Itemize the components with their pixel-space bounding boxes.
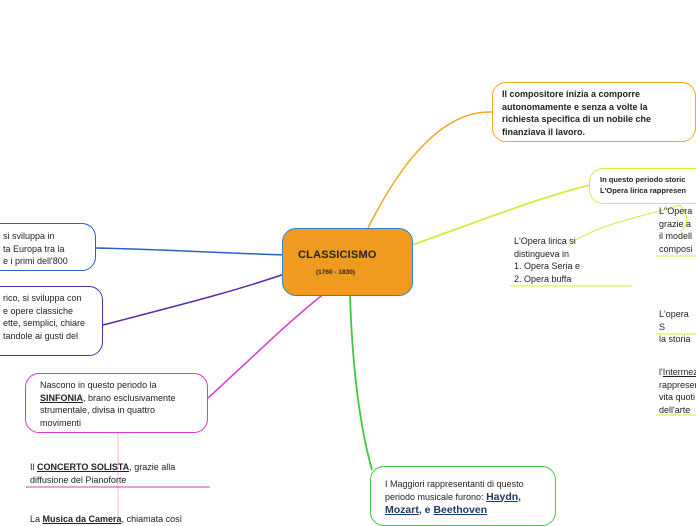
text-rest: periodo musicale furono:: [385, 491, 487, 502]
text-line: strumentale, divisa in quattro: [40, 405, 156, 415]
text-line: distingueva in: [514, 248, 570, 259]
text-prefix: La: [30, 514, 43, 524]
camera-keyword: Musica da Camera: [42, 514, 122, 524]
text-line: Nascono in questo periodo la: [40, 380, 157, 390]
central-node[interactable]: CLASSICISMO (1760 - 1830): [282, 228, 413, 296]
node-opera-lirica[interactable]: In questo periodo storic L'Opera lirica …: [589, 168, 696, 204]
text-line: 2. Opera buffa: [514, 273, 572, 284]
text-line: SINFONIA, brano esclusivamente: [40, 392, 207, 405]
text-line: Il CONCERTO SOLISTA, grazie alla: [30, 461, 175, 474]
text-line: ta Europa tra la: [3, 243, 65, 254]
branch-sinfonia: [207, 292, 326, 399]
branch-left1: [95, 247, 291, 256]
text-line: rico, si sviluppa con: [3, 293, 82, 303]
text-line: la storia: [659, 334, 691, 344]
node-opera-forms[interactable]: L'Opera lirica si distingueva in 1. Oper…: [514, 235, 580, 285]
text-line: L'Opera lirica si: [514, 236, 576, 246]
text-prefix: l': [659, 367, 663, 377]
text-line: e opere classiche: [3, 305, 74, 316]
node-classic-operas[interactable]: rico, si sviluppa con e opere classiche …: [0, 286, 103, 356]
node-opera-right2[interactable]: L'opera S la storia: [659, 308, 696, 346]
text-prefix: Il: [30, 462, 38, 472]
branch-opera: [397, 184, 591, 251]
branch-opera-sub1: [571, 204, 681, 243]
text-rest: , chiamata così: [121, 514, 183, 524]
text-line: Il compositore inizia a comporre: [502, 89, 641, 99]
node-opera-right1[interactable]: L"Opera grazie a il modell composi: [659, 205, 693, 255]
text-line: rappresen: [659, 379, 696, 390]
branch-composers: [349, 293, 373, 471]
concerto-keyword: CONCERTO SOLISTA: [37, 462, 130, 472]
text-line: vita quoti: [659, 392, 696, 402]
text-line: L'opera S: [659, 309, 689, 332]
node-composers[interactable]: I Maggiori rappresentanti di questo peri…: [370, 466, 556, 526]
text-line: In questo periodo storic: [600, 175, 686, 184]
text-line: dell'arte: [659, 404, 691, 415]
node-musica-camera[interactable]: La Musica da Camera, chiamata così: [30, 513, 182, 526]
text-separator: ,: [518, 490, 522, 503]
text-line: L"Opera: [659, 206, 693, 216]
text-line: 1. Opera Seria e: [514, 261, 581, 271]
text-line: e i primi dell'800: [3, 256, 68, 266]
text-separator: , e: [418, 504, 434, 516]
text-line: si sviluppa in: [3, 231, 55, 241]
central-title: CLASSICISMO: [298, 249, 377, 261]
text-line: autonomamente e senza a volte la: [502, 101, 648, 112]
node-concerto-solista[interactable]: Il CONCERTO SOLISTA, grazie alla diffusi…: [30, 461, 175, 486]
central-dates: (1760 - 1830): [316, 269, 356, 276]
text-line: ette, semplici, chiare: [3, 318, 86, 328]
text-line: L'Opera lirica rappresen: [600, 186, 686, 195]
branch-top-right: [367, 111, 493, 229]
text-line: grazie a: [659, 218, 692, 229]
text-line: richiesta specifica di un nobile che: [502, 114, 652, 124]
composer-haydn: Haydn: [486, 490, 519, 503]
sinfonia-keyword: SINFONIA: [40, 392, 84, 403]
intermezzo-keyword: Intermez: [662, 367, 696, 377]
text-line: l'Intermez: [659, 366, 696, 379]
node-europe-spread[interactable]: si sviluppa in ta Europa tra la e i prim…: [0, 223, 96, 271]
text-rest: , brano esclusivamente: [83, 392, 176, 403]
composer-mozart: Mozart: [385, 504, 419, 516]
text-line: composi: [659, 243, 693, 254]
text-line: diffusione del Pianoforte: [30, 474, 127, 485]
branch-left2: [102, 269, 297, 326]
node-composer-autonomy[interactable]: Il compositore inizia a comporre autonom…: [492, 82, 696, 142]
node-sinfonia[interactable]: Nascono in questo periodo la SINFONIA, b…: [25, 373, 208, 433]
node-opera-right3[interactable]: l'Intermez rappresen vita quoti dell'art…: [659, 366, 696, 416]
text-rest: , grazie alla: [129, 462, 176, 472]
text-line: I Maggiori rappresentanti di questo: [385, 479, 524, 489]
text-line: movimenti: [40, 417, 82, 428]
branch-opera-sub2: [679, 204, 688, 233]
text-line: il modell: [659, 231, 693, 241]
text-line: tandole ai gusti del: [3, 330, 79, 341]
text-line: Mozart, e Beethoven: [385, 504, 555, 517]
text-line: finanziava il lavoro.: [502, 126, 586, 137]
text-line: La Musica da Camera, chiamata così: [30, 513, 182, 526]
composer-beethoven: Beethoven: [433, 504, 488, 516]
text-line: periodo musicale furono: Haydn,: [385, 491, 555, 504]
